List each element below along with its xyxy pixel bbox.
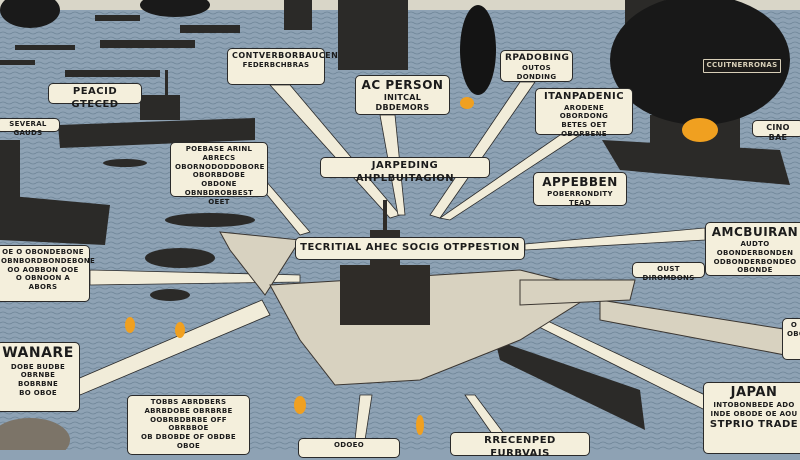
callout-title: RPADOBING (505, 53, 570, 63)
callout-line: DOBE BUDBE (10, 362, 66, 371)
callout-line: STPRIO TRADE (709, 418, 799, 430)
callout-c7: CCUITNERRONAS (703, 59, 781, 73)
callout-pointers (74, 81, 706, 441)
callout-line: BETES OET OBORBENE (561, 121, 607, 138)
callout-line: O OBNOON A ABORS (15, 274, 71, 291)
callout-line: INITCAL DBDEMORS (375, 93, 430, 112)
callout-c10: JARPEDING AHPLBUITAGION (320, 157, 490, 184)
callout-title: JARPEDING AHPLBUITAGION (355, 160, 455, 184)
callout-line: SEVERAL GAUDS (9, 120, 47, 137)
callout-line: OBORBDOBE OBDONE (192, 171, 246, 188)
callout-line: POEBASE ARINL ABRECS (185, 145, 253, 162)
harbor-illustration (0, 0, 800, 450)
callout-title: AC PERSON (361, 78, 444, 92)
callout-line: OBNBORDBONDEBONE (1, 256, 96, 265)
callout-title: APPEBBEN (542, 175, 618, 189)
callout-line: ARODENE OBORDONG (559, 103, 609, 121)
callout-line: ODOEO (334, 441, 364, 449)
callout-line: OBO (787, 329, 800, 338)
callout-title: WANARE (2, 345, 74, 361)
callout-line: POBERRONDITY TEAD (547, 190, 613, 207)
callout-c2: PEACID GTECED (48, 83, 142, 110)
callout-title: ITANPADENIC (543, 91, 625, 102)
callout-line: CINO BAE (766, 123, 790, 142)
callout-line: OBNBDROBBEST OEET (184, 188, 254, 206)
callout-line: OBRNBE BOBRBNE (17, 371, 59, 388)
ships (0, 0, 790, 430)
callout-line: TOBBS ABRDBERS (150, 398, 227, 406)
rocks (0, 418, 70, 450)
callout-title: RRECENPED FURBVAIS (484, 435, 556, 459)
callout-line: OO AOBBON OOE (7, 265, 79, 274)
callout-line: OUTOS DONDING (516, 64, 557, 81)
callout-line: O (790, 321, 798, 329)
callout-c8: CINO BAE (752, 120, 800, 142)
callout-line: BO OBOE (19, 388, 57, 397)
callout-title: JAPAN (730, 385, 778, 400)
callout-title: TECRITIAL AHEC SOCIG OTPPESTION (300, 242, 520, 253)
callout-c3: SEVERAL GAUDS (0, 118, 60, 137)
callout-c14: OUST DIROMDONS (632, 262, 705, 282)
callout-line: INTOBONBEDE ADO (713, 401, 795, 410)
callout-line: OE O OBONDEBONE (2, 248, 84, 256)
smoke (0, 0, 790, 125)
callout-line: ODBONDERBONDEO (713, 257, 797, 266)
callout-line: FEDERBCHBRAS (242, 61, 310, 69)
callout-line: INDE OBODE OE AOU (710, 410, 798, 418)
callout-title: AMCBUIRAN (711, 225, 799, 239)
callout-line: AUDTO OBONDERBONDEN (716, 240, 794, 257)
callout-line: OB DBOBDE OF OBDBE OBOE (141, 433, 236, 450)
central-warship (340, 200, 430, 325)
callout-line: OBONDE (737, 266, 773, 275)
callout-title: CONTVERBORBAUCEN (232, 51, 339, 60)
callout-c19: RRECENPED FURBVAIS (450, 432, 590, 459)
callout-c20: ODOEO (298, 438, 400, 458)
fire (125, 97, 718, 435)
callout-c12: TECRITIAL AHEC SOCIG OTPPESTION (295, 237, 525, 260)
callout-title: PEACID GTECED (71, 86, 119, 110)
callout-line: CCUITNERRONAS (706, 61, 778, 69)
callout-line: OOBRBDBRBE OFF OBRBBOE (150, 415, 227, 433)
callout-line: OBORNODODDOBORE (175, 162, 265, 171)
callout-line: OUST DIROMDONS (642, 265, 695, 282)
callout-line: ABRBDOBE OBRBRBE (144, 406, 233, 415)
